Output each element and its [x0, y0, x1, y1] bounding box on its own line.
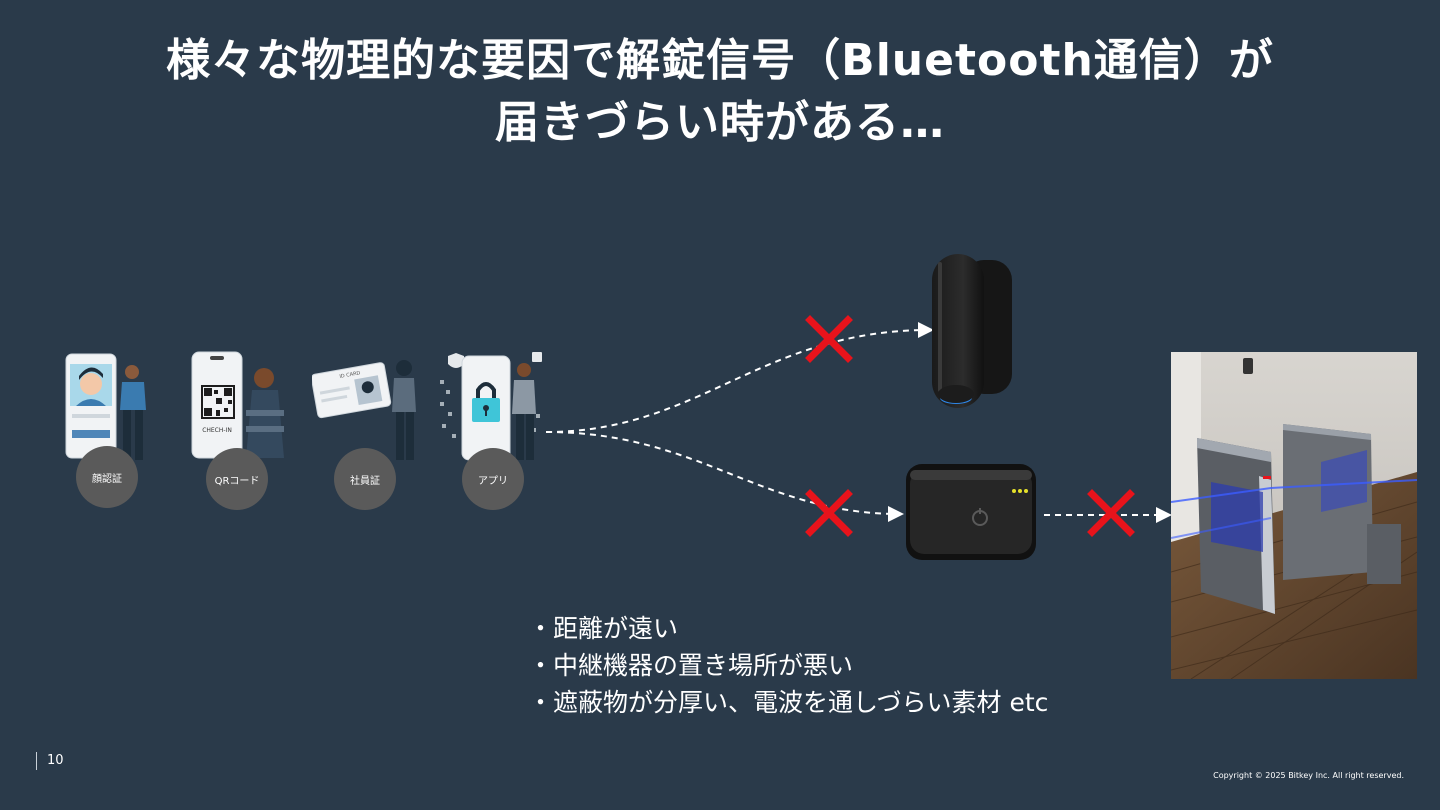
app-lock-icon: [440, 352, 542, 461]
qr-check-in-text: CHECH-IN: [202, 427, 232, 434]
hub-device-icon: [906, 464, 1036, 560]
method-label: 顔認証: [76, 446, 138, 508]
method-app: アプリ: [438, 350, 568, 515]
method-label: 社員証: [334, 448, 396, 510]
arrow-to-smart-lock: [545, 322, 934, 433]
copyright-notice: Copyright © 2025 Bitkey Inc. All right r…: [1213, 771, 1404, 780]
face-recognition-icon: [65, 353, 146, 460]
id-card-icon: ID CARD: [312, 360, 416, 460]
reason-item: ・距離が遠い: [528, 614, 679, 643]
reason-item: ・遮蔽物が分厚い、電波を通しづらい素材 etc: [528, 688, 1049, 717]
qr-code-icon: CHECH-IN: [191, 351, 284, 459]
reason-item: ・中継機器の置き場所が悪い: [528, 651, 854, 680]
arrow-to-hub: [545, 431, 904, 522]
page-number: 10: [36, 752, 64, 770]
title-line-1: 様々な物理的な要因で解錠信号（Bluetooth通信）が: [166, 35, 1274, 86]
smart-lock-device-icon: [932, 254, 1012, 408]
method-label: アプリ: [462, 448, 524, 510]
title-line-2: 届きづらい時がある…: [495, 97, 945, 148]
security-gate-photo: [1171, 352, 1417, 679]
security-gate-image: [1171, 352, 1417, 679]
reason-list: ・距離が遠い ・中継機器の置き場所が悪い ・遮蔽物が分厚い、電波を通しづらい素材…: [528, 610, 1048, 721]
method-id-card: ID CARD 社員証: [312, 350, 442, 515]
slide-title: 様々な物理的な要因で解錠信号（Bluetooth通信）が 届きづらい時がある…: [0, 30, 1440, 154]
cross-icon: [805, 489, 853, 537]
method-label: QRコード: [206, 448, 268, 510]
id-card-text: ID CARD: [339, 370, 361, 380]
method-qr-code: CHECH-IN QRコード: [190, 350, 320, 515]
cross-icon: [1087, 489, 1135, 537]
method-face-recognition: 顔認証: [60, 350, 190, 515]
cross-icon: [805, 315, 853, 363]
